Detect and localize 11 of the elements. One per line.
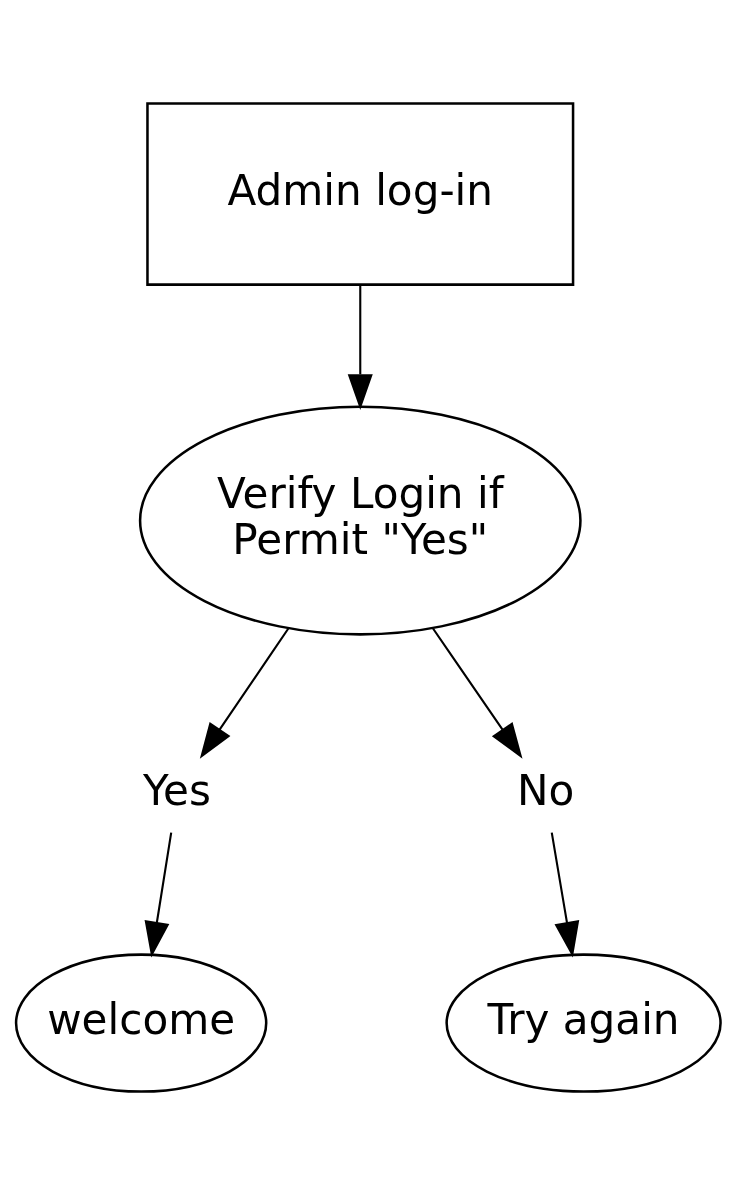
node-box: Admin log-in — [146, 102, 575, 286]
node-text: No — [517, 766, 575, 816]
arrow — [347, 285, 373, 410]
node-ellipse: welcome — [14, 953, 268, 1093]
node-ellipse: Try again — [445, 953, 722, 1093]
arrow — [199, 627, 290, 759]
arrow — [550, 832, 580, 958]
node-ellipse: Verify Login if Permit "Yes" — [138, 405, 582, 636]
arrow — [432, 627, 523, 759]
arrow — [144, 832, 173, 958]
node-text: Yes — [142, 766, 211, 816]
